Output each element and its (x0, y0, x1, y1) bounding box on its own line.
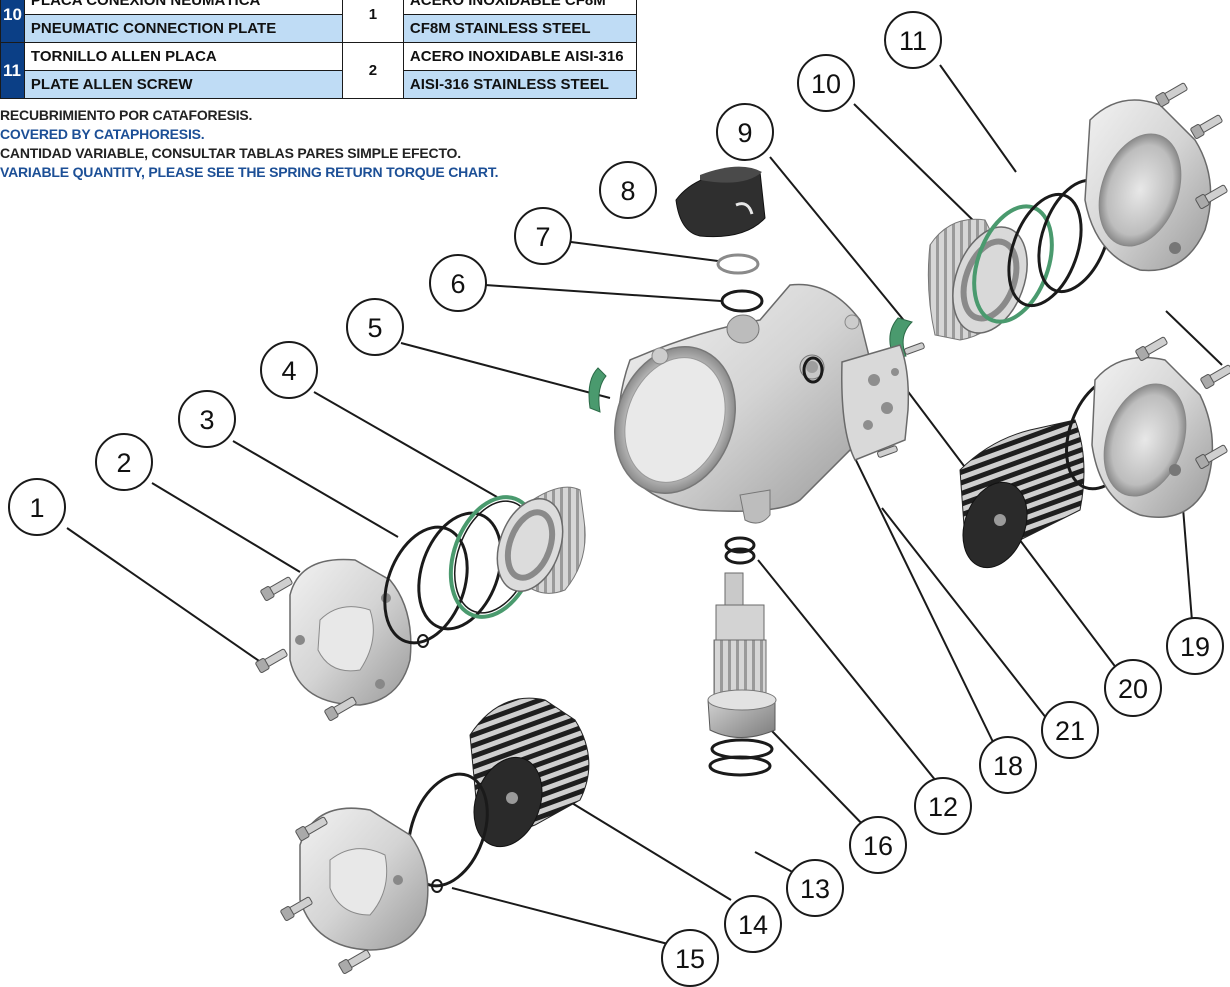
callout-14: 14 (724, 895, 782, 953)
svg-text:20: 20 (1118, 674, 1148, 704)
note-line: RECUBRIMIENTO POR CATAFORESIS. (0, 107, 253, 123)
quantity-cell: 1 (341, 0, 404, 43)
svg-text:8: 8 (620, 176, 635, 206)
svg-text:12: 12 (928, 792, 958, 822)
svg-text:10: 10 (811, 69, 841, 99)
drive-shaft (707, 536, 777, 738)
note-line: CANTIDAD VARIABLE, CONSULTAR TABLAS PARE… (0, 145, 461, 161)
allen-screws-upper-right (1155, 82, 1228, 209)
callout-9: 9 (716, 103, 774, 161)
part-number-cell: 11 (0, 42, 25, 99)
notes-block: RECUBRIMIENTO POR CATAFORESIS. COVERED B… (0, 106, 499, 182)
part-number-cell: 10 (0, 0, 25, 43)
callout-21: 21 (1041, 701, 1099, 759)
allen-screws-left (255, 576, 357, 721)
table-row: 10 PLACA CONEXIÓN NEUMÁTICA 1 ACERO INOX… (0, 0, 637, 43)
svg-text:19: 19 (1180, 632, 1210, 662)
svg-text:1: 1 (29, 493, 44, 523)
right-end-cap-lower (1091, 356, 1214, 518)
plate-allen-screws (877, 342, 925, 458)
svg-text:15: 15 (675, 944, 705, 974)
svg-text:13: 13 (800, 874, 830, 904)
actuator-body (614, 283, 875, 524)
allen-screws-lower-left (280, 816, 371, 974)
spring-right (959, 419, 1085, 569)
table-row: PNEUMATIC CONNECTION PLATE CF8M STAINLES… (1, 14, 637, 43)
o-ring-12 (802, 356, 824, 384)
o-ring-13 (708, 738, 774, 777)
callout-19: 19 (1166, 617, 1224, 675)
right-end-cap-upper (1084, 99, 1212, 272)
svg-text:18: 18 (993, 751, 1023, 781)
svg-text:11: 11 (899, 26, 927, 56)
callout-1: 1 (8, 478, 66, 536)
note-line: VARIABLE QUANTITY, PLEASE SEE THE SPRING… (0, 164, 499, 180)
callout-3: 3 (178, 390, 236, 448)
svg-text:4: 4 (281, 356, 296, 386)
svg-text:5: 5 (367, 313, 382, 343)
parts-table: 10 PLACA CONEXIÓN NEUMÁTICA 1 ACERO INOX… (0, 0, 637, 99)
pneumatic-connection-plate (841, 344, 910, 461)
spring-lower-left (469, 697, 590, 848)
svg-text:9: 9 (737, 118, 752, 148)
callout-20: 20 (1104, 659, 1162, 717)
svg-text:7: 7 (535, 222, 550, 252)
left-end-cap (289, 558, 412, 706)
description-en-cell: PNEUMATIC CONNECTION PLATE (23, 14, 343, 43)
svg-text:14: 14 (738, 910, 768, 940)
table-row: PLATE ALLEN SCREW AISI-316 STAINLESS STE… (1, 70, 637, 99)
piston-right (927, 218, 1028, 341)
svg-text:6: 6 (450, 269, 465, 299)
note-line: COVERED BY CATAPHORESIS. (0, 126, 205, 142)
piston-left (496, 486, 586, 594)
callout-2: 2 (95, 433, 153, 491)
material-en-cell: CF8M STAINLESS STEEL (402, 14, 637, 43)
description-es-cell: PLACA CONEXIÓN NEUMÁTICA (23, 0, 343, 15)
description-es-cell: TORNILLO ALLEN PLACA (23, 42, 343, 71)
allen-screws-lower-right (1135, 336, 1230, 469)
callout-12: 12 (914, 777, 972, 835)
callout-15: 15 (661, 929, 719, 987)
callout-18: 18 (979, 736, 1037, 794)
material-en-cell: AISI-316 STAINLESS STEEL (402, 70, 637, 99)
callout-8: 8 (599, 161, 657, 219)
callout-11: 11 (884, 11, 942, 69)
svg-text:16: 16 (863, 831, 893, 861)
lower-end-cap (299, 807, 429, 951)
quantity-cell: 2 (341, 42, 404, 99)
callout-7: 7 (514, 207, 572, 265)
position-indicator (675, 166, 766, 238)
callout-5: 5 (346, 298, 404, 356)
callouts: 1 2 3 4 5 6 7 8 9 10 11 12 13 14 15 16 1… (8, 11, 1224, 987)
callout-10: 10 (797, 54, 855, 112)
svg-text:2: 2 (116, 448, 131, 478)
callout-16: 16 (849, 816, 907, 874)
callout-6: 6 (429, 254, 487, 312)
svg-text:21: 21 (1055, 716, 1085, 746)
callout-4: 4 (260, 341, 318, 399)
o-rings-top (716, 253, 764, 313)
svg-text:3: 3 (199, 405, 214, 435)
description-en-cell: PLATE ALLEN SCREW (23, 70, 343, 99)
guide-band-left (588, 367, 607, 413)
callout-13: 13 (786, 859, 844, 917)
